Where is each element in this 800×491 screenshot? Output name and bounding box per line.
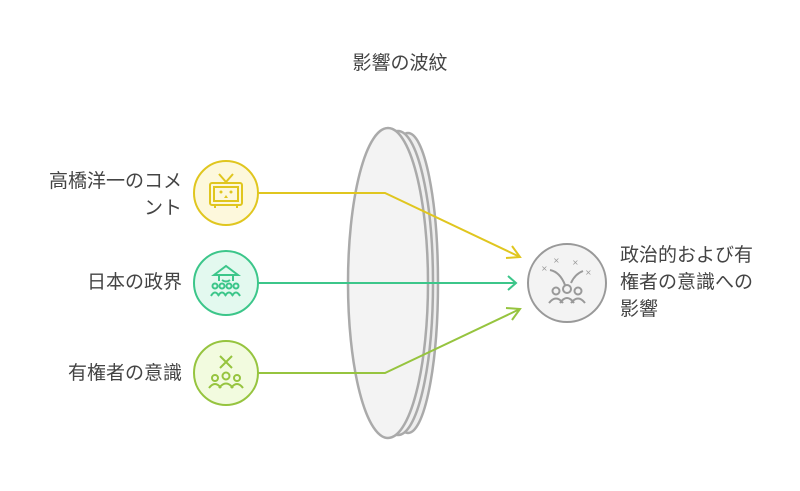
voters-icon [193,340,259,406]
svg-text:×: × [553,256,560,265]
label-line: 影響 [620,298,659,320]
input-label-politics: 日本の政界 [86,271,182,293]
label-line: 高橋洋一のコメ [48,170,182,192]
label-line: 権者の意識への [620,271,754,293]
impact-people-icon: × × × × [527,243,607,323]
input-label-voters: 有権者の意識 [67,362,182,384]
svg-text:×: × [541,264,548,273]
svg-text:×: × [572,258,579,267]
diagram-title: 影響の波紋 [352,52,448,74]
label-line: ント [143,197,182,219]
label-line: 政治的および有 [620,244,754,266]
tv-icon [193,160,259,226]
input-label-comment: 高橋洋一のコメ ント [49,168,182,222]
connector-yellow [258,192,521,258]
svg-text:×: × [585,268,592,277]
government-people-icon [193,250,259,316]
output-label: 政治的および有 権者の意識への 影響 [620,242,753,323]
connector-lime [258,308,521,374]
